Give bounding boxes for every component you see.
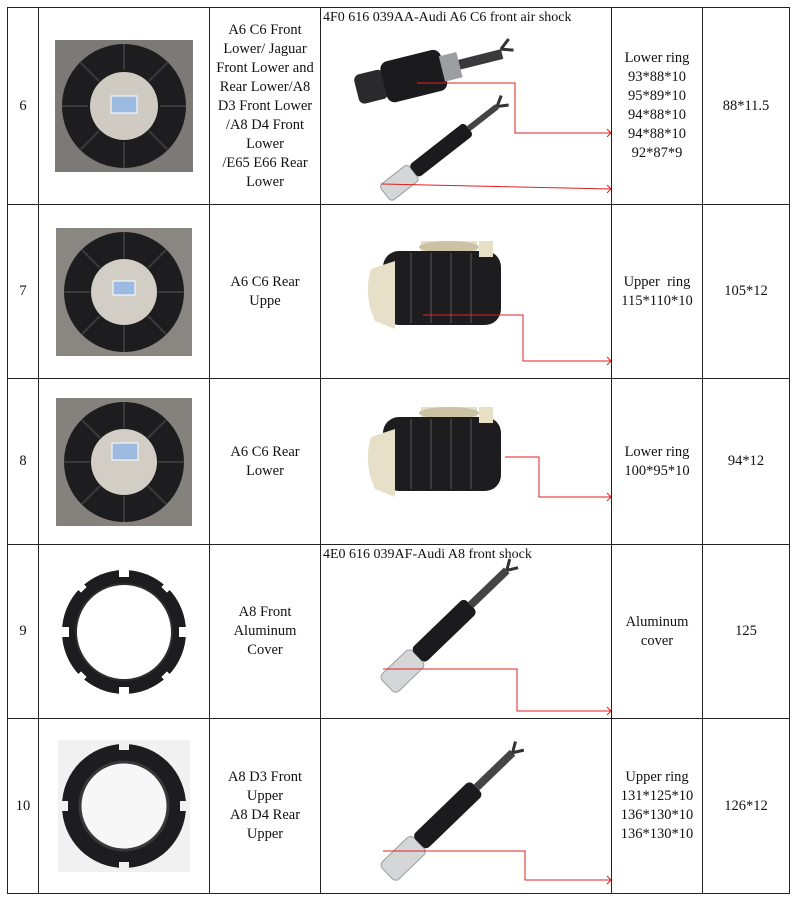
- description-cell: A8 D3 Front Upper A8 D4 Rear Upper: [209, 718, 321, 894]
- shock-cell: [320, 378, 612, 545]
- spec-line: Upper ring: [623, 273, 691, 290]
- size-cell: 105*12: [702, 204, 790, 379]
- description-cell: A6 C6 Front Lower/ Jaguar Front Lower an…: [209, 7, 321, 205]
- spec-line: Lower ring: [624, 443, 690, 460]
- description-cell: A6 C6 Rear Uppe: [209, 204, 321, 379]
- spec-line: Upper ring: [625, 769, 689, 785]
- spec-line: 94*88*10: [628, 126, 686, 142]
- description-line: Lower: [246, 135, 284, 152]
- description-line: Uppe: [249, 292, 281, 309]
- description-cell: A8 Front Aluminum Cover: [209, 544, 321, 719]
- ring-photo: [38, 204, 210, 379]
- spec-line: Aluminum: [625, 613, 689, 630]
- size-cell: 94*12: [702, 378, 790, 545]
- spec-cell: Lower ring 93*88*10 95*89*10 94*88*10 94…: [611, 7, 703, 205]
- spec-line: 100*95*10: [624, 462, 690, 479]
- segmented-ring-icon: [39, 397, 209, 526]
- table-row: 6: [7, 7, 790, 205]
- air-shock-strut-icon: [354, 38, 611, 201]
- ring-photo: [38, 378, 210, 545]
- spec-cell: Upper ring 131*125*10 136*130*10 136*130…: [611, 718, 703, 894]
- description-line: /A8 D4 Front: [225, 116, 305, 133]
- shock-cell: [320, 204, 612, 379]
- air-spring-bag-icon: [367, 407, 611, 502]
- description-line: A8 Front: [238, 604, 292, 620]
- ring-photo: [38, 544, 210, 719]
- row-number: 6: [7, 7, 39, 205]
- air-shock-strut-icon: [380, 741, 611, 885]
- spec-line: 93*88*10: [628, 69, 686, 85]
- description-line: Cover: [247, 642, 283, 658]
- description-line: Front Lower and: [216, 59, 314, 76]
- ring-photo: [38, 718, 210, 894]
- spec-line: cover: [640, 632, 674, 649]
- spec-line: Lower ring: [624, 50, 690, 66]
- spec-line: 131*125*10: [620, 788, 694, 804]
- parts-table: 6: [7, 7, 790, 894]
- description-line: Upper: [246, 826, 284, 842]
- air-spring-bag-icon: [367, 241, 611, 366]
- spec-line: 94*88*10: [628, 107, 686, 123]
- description-cell: A6 C6 Rear Lower: [209, 378, 321, 545]
- shock-cell: 4E0 616 039AF-Audi A8 front shock: [320, 544, 612, 719]
- description-line: D3 Front Lower: [217, 97, 313, 114]
- ring-photo: [38, 7, 210, 205]
- size-cell: 88*11.5: [702, 7, 790, 205]
- table-row: 9: [7, 544, 790, 719]
- spec-cell: Lower ring 100*95*10: [611, 378, 703, 545]
- row-number: 10: [7, 718, 39, 894]
- description-line: A8 D3 Front: [227, 769, 303, 785]
- shock-caption: 4F0 616 039AA-Audi A6 C6 front air shock: [323, 10, 572, 25]
- table-row: 8: [7, 378, 790, 545]
- description-line: A6 C6 Rear: [230, 443, 300, 460]
- description-line: Lower: [246, 173, 284, 190]
- spec-cell: Aluminum cover: [611, 544, 703, 719]
- description-line: /E65 E66 Rear: [222, 154, 308, 171]
- spec-line: 95*89*10: [628, 88, 686, 104]
- spec-line: 136*130*10: [620, 826, 694, 842]
- spec-cell: Upper ring 115*110*10: [611, 204, 703, 379]
- shock-cell: 4F0 616 039AA-Audi A6 C6 front air shock: [320, 7, 612, 205]
- description-line: Lower/ Jaguar: [223, 40, 307, 57]
- spec-line: 136*130*10: [620, 807, 694, 823]
- description-line: Rear Lower/A8: [219, 78, 311, 95]
- description-line: A8 D4 Rear: [229, 807, 301, 823]
- description-line: A6 C6 Rear: [230, 273, 300, 290]
- spec-line: 115*110*10: [621, 292, 693, 309]
- segmented-ring-icon: [39, 40, 209, 172]
- spec-line: 92*87*9: [631, 145, 683, 161]
- description-line: Lower: [246, 462, 284, 479]
- size-cell: 125: [702, 544, 790, 719]
- description-line: Aluminum: [233, 623, 297, 639]
- shock-cell: [320, 718, 612, 894]
- row-number: 8: [7, 378, 39, 545]
- table-row: 7: [7, 204, 790, 379]
- row-number: 7: [7, 204, 39, 379]
- size-cell: 126*12: [702, 718, 790, 894]
- table-row: 10 A8 D3 Fro: [7, 718, 790, 894]
- description-line: Upper: [246, 788, 284, 804]
- description-line: A6 C6 Front: [228, 21, 302, 38]
- air-shock-strut-icon: [380, 558, 611, 716]
- row-number: 9: [7, 544, 39, 719]
- cover-ring-icon: [39, 740, 209, 872]
- aluminum-cover-ring-icon: [39, 567, 209, 697]
- segmented-ring-icon: [39, 227, 209, 356]
- shock-caption: 4E0 616 039AF-Audi A8 front shock: [323, 547, 532, 562]
